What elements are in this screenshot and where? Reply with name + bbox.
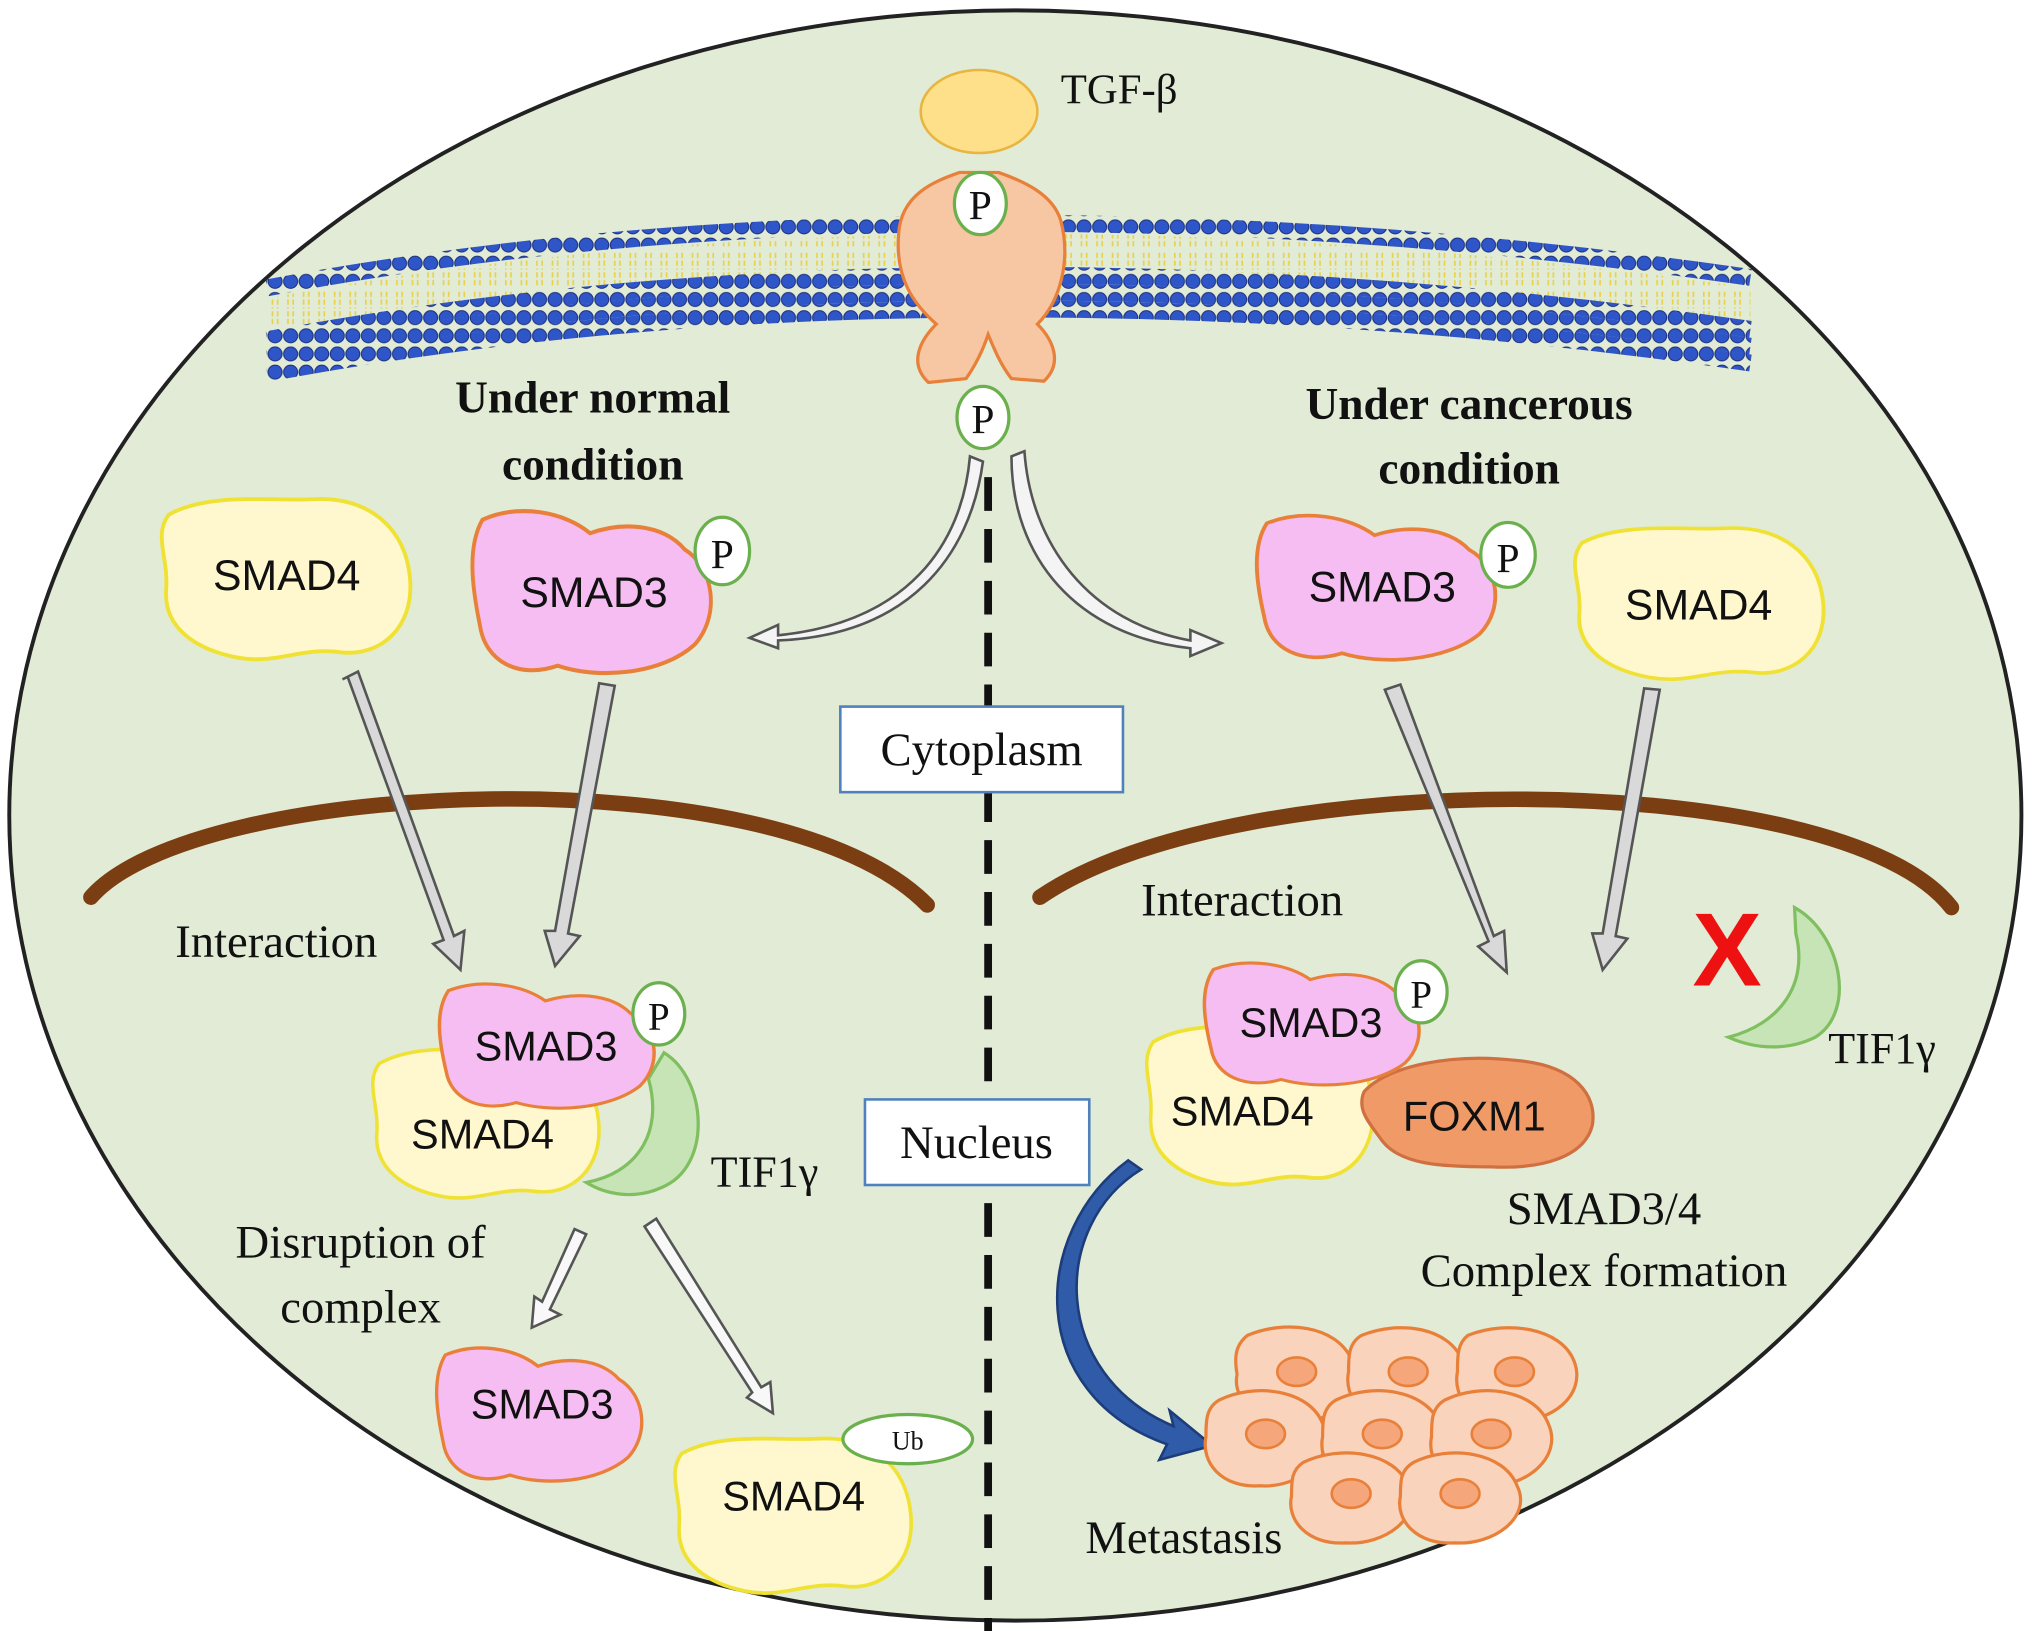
- svg-text:SMAD4: SMAD4: [213, 552, 360, 600]
- smad3-cytoplasm-normal: SMAD3: [470, 509, 713, 676]
- disruption-label-line2: complex: [280, 1281, 441, 1333]
- normal-condition-title-line1: Under normal: [455, 372, 730, 422]
- phospho-smad3-complex-cancer: P: [1393, 959, 1449, 1025]
- complex-formation-label-line1: SMAD3/4: [1507, 1183, 1701, 1235]
- svg-text:SMAD3: SMAD3: [1240, 999, 1383, 1046]
- tif1g-label-cancer: TIF1γ: [1828, 1024, 1936, 1073]
- arrow-smad4-to-nucleus-normal: [341, 669, 466, 973]
- smad4-cytoplasm-normal: SMAD4: [159, 497, 413, 662]
- phospho-smad3-complex-normal: P: [631, 981, 687, 1047]
- phospho-smad3-cancer: P: [1479, 520, 1537, 589]
- tgf-beta-receptor: [896, 170, 1067, 385]
- svg-text:P: P: [969, 182, 992, 228]
- smad3-released: SMAD3: [434, 1346, 644, 1483]
- svg-text:SMAD3: SMAD3: [475, 1023, 618, 1070]
- svg-text:FOXM1: FOXM1: [1403, 1093, 1546, 1140]
- phospho-smad3-normal: P: [693, 515, 752, 587]
- svg-text:SMAD3: SMAD3: [471, 1380, 614, 1427]
- curved-arrow-to-cancer: [1010, 449, 1225, 658]
- metastatic-cell-cluster: [1203, 1325, 1579, 1545]
- complex-formation-label-line2: Complex formation: [1421, 1245, 1788, 1297]
- svg-text:SMAD4: SMAD4: [1171, 1087, 1314, 1134]
- interaction-label-normal: Interaction: [175, 916, 377, 968]
- ubiquitin-tag: Ub: [841, 1412, 975, 1466]
- phospho-receptor-bottom: P: [955, 384, 1011, 451]
- nuclear-envelope-left: [83, 791, 935, 913]
- arrow-disruption-to-smad4: [642, 1216, 775, 1416]
- phospho-receptor-top: P: [952, 170, 1008, 237]
- svg-text:P: P: [971, 396, 994, 442]
- metastasis-label: Metastasis: [1085, 1512, 1282, 1564]
- svg-text:P: P: [1496, 535, 1519, 581]
- svg-text:SMAD3: SMAD3: [1309, 564, 1456, 612]
- smad4-ubiquitinated: SMAD4: [673, 1436, 914, 1595]
- smad3-complex-normal: SMAD3: [437, 982, 656, 1110]
- blocked-x-mark: X: [1693, 891, 1762, 1007]
- smad3-cytoplasm-cancer: SMAD3: [1254, 513, 1498, 662]
- arrow-smad3-to-nucleus-cancer: [1383, 682, 1509, 976]
- normal-condition-title-line2: condition: [502, 440, 683, 490]
- svg-text:Nucleus: Nucleus: [900, 1117, 1053, 1169]
- smad4-cytoplasm-cancer: SMAD4: [1573, 526, 1826, 682]
- svg-text:P: P: [648, 995, 670, 1038]
- cancer-condition-title-line2: condition: [1378, 444, 1559, 494]
- tgf-beta-ligand: [919, 68, 1039, 155]
- tgf-beta-label: TGF-β: [1061, 67, 1178, 114]
- foxm1-protein: FOXM1: [1360, 1056, 1595, 1169]
- svg-text:SMAD4: SMAD4: [1625, 582, 1772, 630]
- cell-nucleus: [1244, 1356, 1536, 1510]
- arrow-smad4-to-nucleus-cancer: [1590, 687, 1662, 973]
- nuclear-envelope-right: [1032, 791, 1960, 916]
- curved-arrow-to-normal: [746, 454, 985, 651]
- arrow-smad3-to-nucleus-normal: [542, 681, 617, 969]
- arrow-disruption-to-smad3: [530, 1227, 588, 1330]
- cancer-condition-title-line1: Under cancerous: [1306, 379, 1633, 429]
- svg-text:P: P: [711, 531, 734, 577]
- svg-text:Cytoplasm: Cytoplasm: [881, 724, 1083, 776]
- svg-text:P: P: [1410, 973, 1432, 1016]
- interaction-label-cancer: Interaction: [1141, 874, 1343, 926]
- cell-boundary: [7, 8, 2024, 1623]
- smad3-complex-cancer: SMAD3: [1202, 961, 1421, 1087]
- nucleus-label-box: Nucleus: [863, 1098, 1091, 1187]
- tif1g-complex-normal: [581, 1050, 700, 1197]
- cell-cluster-member: [1203, 1325, 1579, 1545]
- svg-text:SMAD4: SMAD4: [722, 1472, 865, 1519]
- disruption-label-line1: Disruption of: [236, 1217, 487, 1269]
- tif1g-blocked: [1723, 904, 1841, 1049]
- tif1g-label-normal: TIF1γ: [711, 1147, 819, 1196]
- svg-text:Ub: Ub: [892, 1426, 924, 1455]
- metastasis-curved-arrow: [1055, 1158, 1216, 1462]
- svg-text:SMAD3: SMAD3: [520, 569, 667, 617]
- cytoplasm-label-box: Cytoplasm: [839, 705, 1125, 794]
- svg-text:SMAD4: SMAD4: [411, 1111, 554, 1158]
